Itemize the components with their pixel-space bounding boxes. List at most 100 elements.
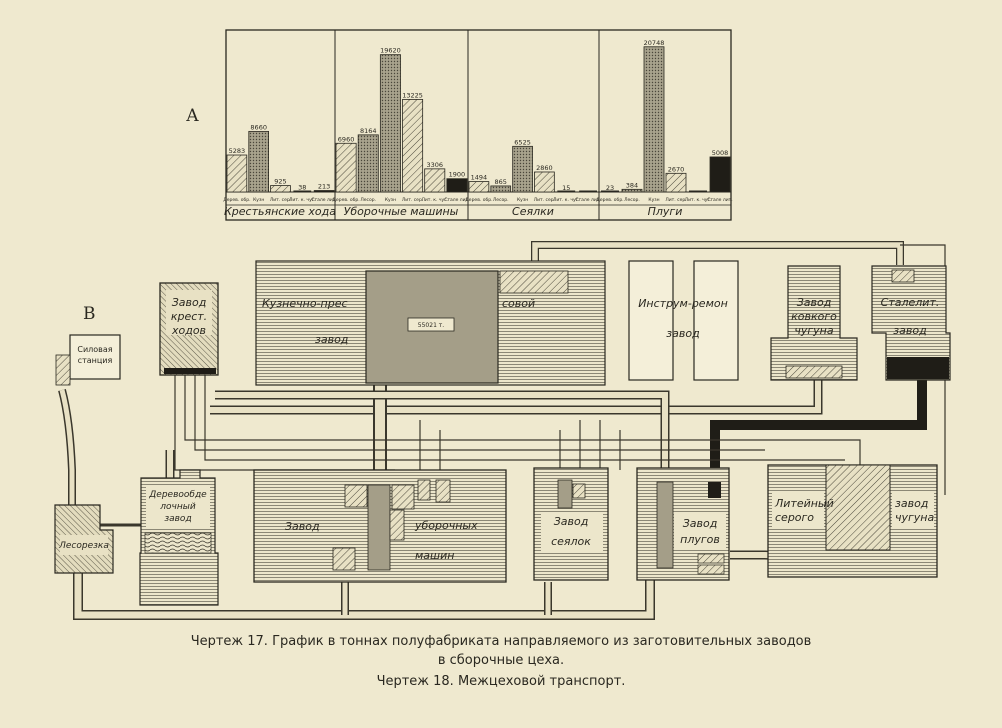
caption-chart-17: Чертеж 17. График в тоннах полуфабриката… xyxy=(190,634,812,649)
foundry-label-area-right xyxy=(892,493,934,527)
bar-value-label: 8164 xyxy=(360,127,377,135)
plough-label-area xyxy=(674,512,726,550)
tool-label: завод xyxy=(666,327,699,340)
bar-value-label: 1494 xyxy=(471,174,488,182)
bar xyxy=(248,130,270,193)
bar-value-label: 38 xyxy=(298,184,306,192)
bar-category-label: Лит. к. чуг. xyxy=(685,197,712,203)
seeder-label: Завод xyxy=(554,515,589,528)
bar xyxy=(313,190,335,193)
bar-value-label: 6525 xyxy=(514,138,531,146)
bar xyxy=(621,188,643,193)
bar xyxy=(468,181,490,193)
bar xyxy=(335,142,357,193)
harvester-line xyxy=(367,484,391,571)
bar-category-label: Стале лит. xyxy=(707,197,732,203)
bar-category-label: Лесор. xyxy=(624,197,640,203)
power-label: Силовая xyxy=(77,345,112,354)
forge-label: совой xyxy=(502,297,535,310)
bar-category-label: Лит. сер. xyxy=(534,197,555,203)
bar-category-label: Лит. к. чуг. xyxy=(553,197,580,203)
harvester-bin xyxy=(344,484,368,508)
foundry-label: чугуна xyxy=(895,511,934,524)
bar-value-label: 2670 xyxy=(668,165,685,173)
wood-label: Деревообде xyxy=(148,490,207,500)
conveyor-network xyxy=(58,241,946,620)
bar-value-label: 1900 xyxy=(449,171,466,179)
forge-value-box xyxy=(407,317,455,332)
plough-steel-bin xyxy=(708,482,721,498)
cart-label: крест. xyxy=(171,310,207,323)
group-label: Сеялки xyxy=(512,205,554,218)
wood-label: завод xyxy=(164,514,191,524)
forge-annex xyxy=(499,270,569,294)
bar-category-label: Лит. к. чуг. xyxy=(422,197,449,203)
chart-frame xyxy=(225,29,732,221)
bar-value-label: 384 xyxy=(626,181,638,189)
harvester-bin xyxy=(332,547,356,571)
plough-line xyxy=(656,481,674,569)
bar xyxy=(446,178,468,193)
plough-bin xyxy=(697,553,725,564)
plough-label: плугов xyxy=(680,533,720,546)
bar-category-label: Дерев. обр. xyxy=(596,197,623,203)
malleable-label: чугуна xyxy=(794,324,833,337)
bar xyxy=(424,168,446,193)
bar-category-label: Лесор. xyxy=(360,197,376,203)
seeder-label: сеялок xyxy=(551,535,591,548)
bar xyxy=(270,185,291,193)
bar xyxy=(534,171,555,193)
bar xyxy=(402,99,424,193)
group-label: Крестьянские хода xyxy=(224,205,336,218)
conveyor-right xyxy=(900,244,946,495)
bar-category-label: Лесор. xyxy=(493,197,509,203)
harvester-bin xyxy=(435,479,451,503)
bar-value-label: 23 xyxy=(606,184,614,192)
conveyor-steel xyxy=(710,378,927,485)
bar-value-label: 20748 xyxy=(644,39,665,47)
conveyor-top-fill xyxy=(532,242,903,270)
bar-value-label: 8660 xyxy=(250,123,267,131)
seeder-label-area xyxy=(541,512,603,552)
forge-label: завод xyxy=(315,333,348,346)
steel-output xyxy=(887,357,949,379)
bar xyxy=(643,46,665,193)
bar-value-label: 2860 xyxy=(536,164,553,172)
wood-plant-label-area xyxy=(146,485,210,529)
power-station-feed xyxy=(55,354,71,386)
bar-category-label: Лит. сер. xyxy=(665,197,686,203)
harvester-bin xyxy=(417,479,431,501)
harvester-label: машин xyxy=(415,549,454,562)
group-label: Плуги xyxy=(648,205,683,218)
malleable-output xyxy=(785,365,843,379)
cart-plant-label-area xyxy=(166,290,212,335)
bar-category-label: Дерев. обр. xyxy=(223,197,250,203)
seeder-bin xyxy=(572,483,586,499)
section-b-label: В xyxy=(83,304,96,324)
tool-plant-left xyxy=(628,260,674,381)
sawmill-label: Лесорезка xyxy=(58,541,109,551)
foundry-label: Литейный xyxy=(774,497,834,510)
conveyor-power-fill xyxy=(59,389,75,505)
tool-label: Инструм-ремон xyxy=(638,297,728,310)
caption-chart-17-cont: в сборочные цеха. xyxy=(437,653,565,668)
wood-label: лочный xyxy=(159,502,196,512)
bar xyxy=(379,54,401,193)
cart-label: ходов xyxy=(171,324,206,337)
steel-label: Сталелит. xyxy=(881,296,940,309)
plough-bin xyxy=(697,564,725,575)
bar-category-label: Стале лит. xyxy=(311,197,336,203)
bar-value-label: 13225 xyxy=(402,91,423,99)
bar-category-label: Лит. сер. xyxy=(402,197,423,203)
cart-plant-base xyxy=(164,368,216,374)
harvester-label: уборочных xyxy=(414,519,478,532)
forge-value: 55021 т. xyxy=(418,322,444,329)
harvester-bin xyxy=(389,509,405,541)
transport-diagram: 55021 т. Кузнечно-прес совой завод Инстр… xyxy=(54,241,951,620)
foundry-label: завод xyxy=(895,497,928,510)
section-a-label: А xyxy=(186,106,199,126)
power-label: станция xyxy=(78,356,113,365)
steel-label: завод xyxy=(893,324,926,337)
